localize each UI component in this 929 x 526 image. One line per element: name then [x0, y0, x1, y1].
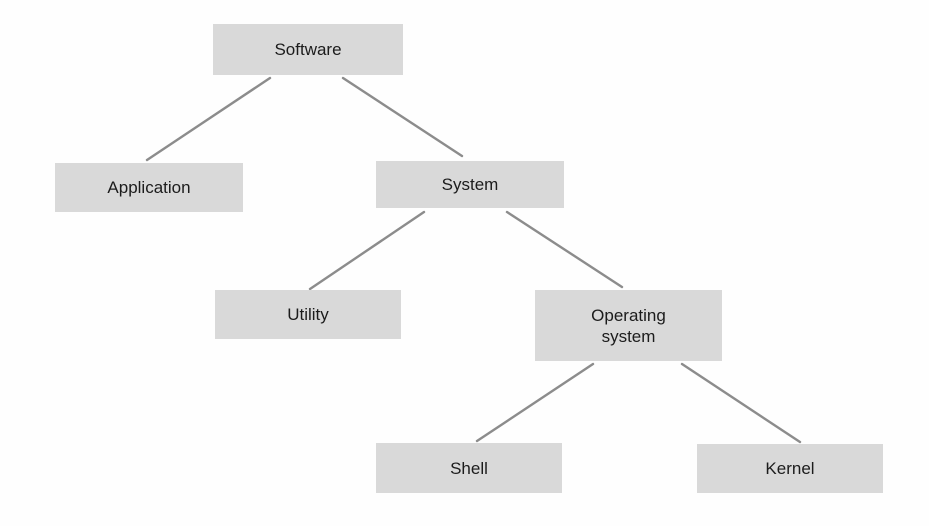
edge-system-utility [308, 210, 426, 291]
node-kernel: Kernel [697, 444, 883, 493]
edge-operating-shell [475, 362, 595, 443]
node-application: Application [55, 163, 243, 212]
edge-system-operating [505, 210, 624, 289]
node-utility-label: Utility [287, 305, 329, 324]
node-operating-system-label: Operating system [591, 305, 666, 346]
node-system: System [376, 161, 564, 208]
node-kernel-label: Kernel [765, 459, 815, 478]
edge-software-application [145, 76, 272, 162]
node-utility: Utility [215, 290, 401, 339]
edge-operating-kernel [680, 362, 802, 444]
node-operating-system: Operating system [535, 290, 722, 361]
node-software: Software [213, 24, 403, 75]
node-shell: Shell [376, 443, 562, 493]
node-application-label: Application [107, 178, 191, 197]
node-software-label: Software [274, 40, 342, 59]
node-system-label: System [441, 175, 499, 194]
node-shell-label: Shell [450, 458, 488, 478]
edge-software-system [341, 76, 464, 158]
